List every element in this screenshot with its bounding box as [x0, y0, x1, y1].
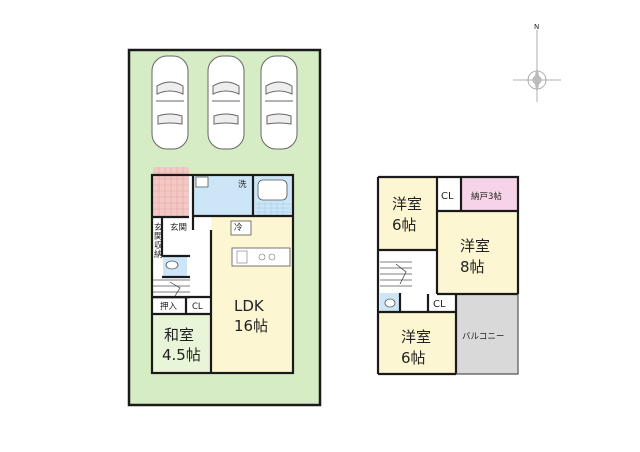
stairs-2f	[380, 261, 412, 287]
car-icon	[260, 55, 298, 150]
toilet-icon	[165, 260, 179, 270]
sen-label: 洗	[238, 179, 247, 190]
ldk-size: 16帖	[234, 317, 268, 335]
balcony-label: バルコニー	[462, 332, 504, 342]
ldk-room	[211, 217, 293, 372]
yoshitsu-b-name: 洋室	[460, 237, 490, 255]
bath-tiles	[255, 202, 291, 216]
cl-b-label: CL	[433, 299, 446, 310]
yoshitsu-b-room	[437, 211, 518, 294]
cl-a-room	[437, 177, 461, 211]
rei-label: 冷	[234, 222, 243, 233]
floor2: 洋室 6帖 CL 納戸3帖 洋室 8帖 CL 洋室 6帖 バルコニー	[376, 175, 520, 376]
genkan-storage-label-2: 関	[154, 232, 163, 242]
car-icon	[151, 55, 189, 150]
floor1: 玄関 玄 関 収 納 洗 冷 押入 CL LDK 16帖 和室 4.5帖	[127, 48, 322, 407]
yoshitsu-a-size: 6帖	[392, 216, 417, 234]
genkan-storage-label-4: 納	[154, 249, 163, 260]
washitsu-name: 和室	[164, 326, 194, 344]
genkan-label: 玄関	[170, 222, 187, 233]
nando-label: 納戸3帖	[471, 191, 502, 202]
cl-a-label: CL	[441, 191, 454, 202]
floor1-walls	[150, 173, 295, 375]
balcony	[456, 294, 518, 374]
floor2-walls	[376, 175, 520, 376]
stairs	[153, 279, 190, 299]
yoshitsu-a-name: 洋室	[392, 195, 422, 213]
yoshitsu-a-room	[378, 177, 437, 250]
car-icon	[207, 55, 245, 150]
yoshitsu-c-room	[378, 312, 456, 374]
genkan-storage-label-1: 玄	[154, 222, 163, 233]
cl-b-room	[428, 294, 456, 312]
balcony-rail	[456, 294, 519, 375]
cl-label-f1: CL	[192, 302, 203, 312]
parking-cars	[151, 55, 298, 150]
wash-basin	[195, 176, 209, 188]
washitsu-room	[153, 314, 210, 372]
washitsu-size: 4.5帖	[162, 346, 201, 364]
yoshitsu-c-size: 6帖	[401, 349, 426, 367]
compass-rose: N	[513, 23, 561, 102]
ldk-name: LDK	[234, 297, 265, 315]
bathtub	[257, 179, 288, 201]
yoshitsu-b-size: 8帖	[460, 258, 485, 276]
fridge-space	[230, 220, 252, 236]
toilet-2f-icon	[384, 298, 396, 308]
genkan-storage-label-3: 収	[154, 240, 163, 251]
nando-room	[461, 177, 518, 211]
oshiire-label: 押入	[160, 301, 178, 312]
compass-north-label: N	[534, 23, 539, 31]
yoshitsu-c-name: 洋室	[401, 328, 431, 346]
